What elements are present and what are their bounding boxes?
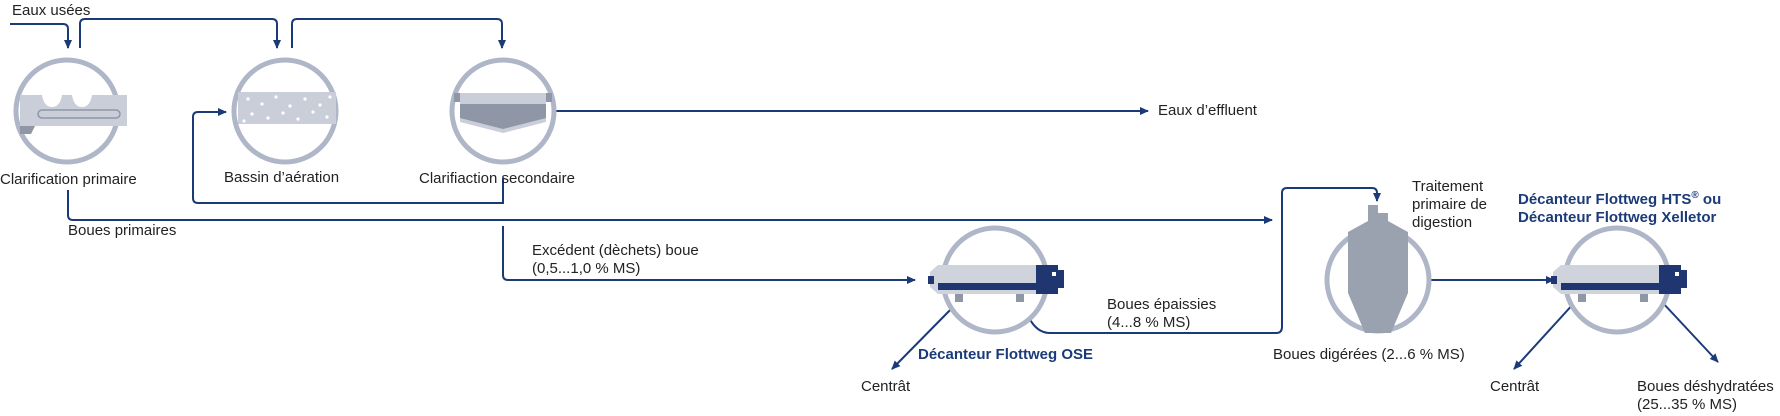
label-digested-sludge: Boues digérées (2...6 % MS) <box>1273 346 1465 363</box>
label-excess-sludge-line1: Excédent (dèchets) boue <box>532 242 699 259</box>
label-thickened-sludge-line2: (4...8 % MS) <box>1107 314 1191 331</box>
digester-tank-icon <box>1324 205 1432 334</box>
label-dewatered-sludge: Boues déshydratées (25...35 % MS) <box>1637 378 1774 414</box>
label-dewatered-sludge-line2: (25...35 % MS) <box>1637 396 1738 413</box>
flow-centrate-ose <box>891 301 959 370</box>
label-digestion-treatment: Traitement primaire de digestion <box>1412 178 1487 232</box>
secondary-clarifier-icon <box>449 57 557 165</box>
flow-primary-sludge <box>67 190 1273 224</box>
label-decanter-hts-line2: Décanteur Flottweg Xelletor <box>1518 209 1717 226</box>
label-digestion-line3: digestion <box>1412 214 1473 231</box>
decanter-centrifuge-icon <box>1551 225 1687 335</box>
flow-lines <box>10 18 1719 370</box>
flow-excess-sludge <box>502 226 916 284</box>
label-thickened-sludge: Boues épaissies (4...8 % MS) <box>1107 296 1216 332</box>
label-primary-sludge: Boues primaires <box>68 222 177 239</box>
label-primary-clarification: Clarification primaire <box>0 171 137 188</box>
flow-dewatered-sludge <box>1661 301 1719 363</box>
label-centrate-1: Centrât <box>861 378 911 395</box>
primary-clarifier-icon <box>13 57 127 165</box>
label-decanter-hts: Décanteur Flottweg HTS® ou Décanteur Flo… <box>1518 187 1721 227</box>
label-decanter-hts-or: ou <box>1698 191 1722 208</box>
label-digestion-line2: primaire de <box>1412 196 1488 213</box>
flow-primary-to-aeration <box>79 18 281 49</box>
decanter-centrifuge-icon <box>928 225 1064 335</box>
registered-mark: ® <box>1691 190 1699 201</box>
label-decanter-hts-line1: Décanteur Flottweg HTS® ou <box>1518 187 1721 209</box>
label-thickened-sludge-line1: Boues épaissies <box>1107 296 1217 313</box>
flow-return-sludge <box>192 108 504 204</box>
label-decanter-ose: Décanteur Flottweg OSE <box>918 346 1094 363</box>
label-decanter-hts-name: Décanteur Flottweg HTS <box>1518 191 1692 208</box>
label-effluent: Eaux d’effluent <box>1158 102 1257 119</box>
label-digestion-line1: Traitement <box>1412 178 1484 195</box>
label-raw-water: Eaux usées <box>12 2 91 19</box>
label-dewatered-sludge-line1: Boues déshydratées <box>1637 378 1774 395</box>
label-secondary-clarification: Clarifiaction secondaire <box>419 170 575 187</box>
flow-aeration-to-secondary <box>291 18 506 49</box>
flow-raw-water-in <box>10 23 72 49</box>
flow-thickened-sludge <box>1021 187 1381 334</box>
label-excess-sludge: Excédent (dèchets) boue (0,5...1,0 % MS) <box>532 242 699 278</box>
aeration-basin-icon <box>231 57 339 165</box>
label-centrate-2: Centrât <box>1490 378 1540 395</box>
label-excess-sludge-line2: (0,5...1,0 % MS) <box>532 260 641 277</box>
label-aeration-basin: Bassin d’aération <box>224 169 340 186</box>
flow-centrate-hts <box>1513 301 1576 370</box>
